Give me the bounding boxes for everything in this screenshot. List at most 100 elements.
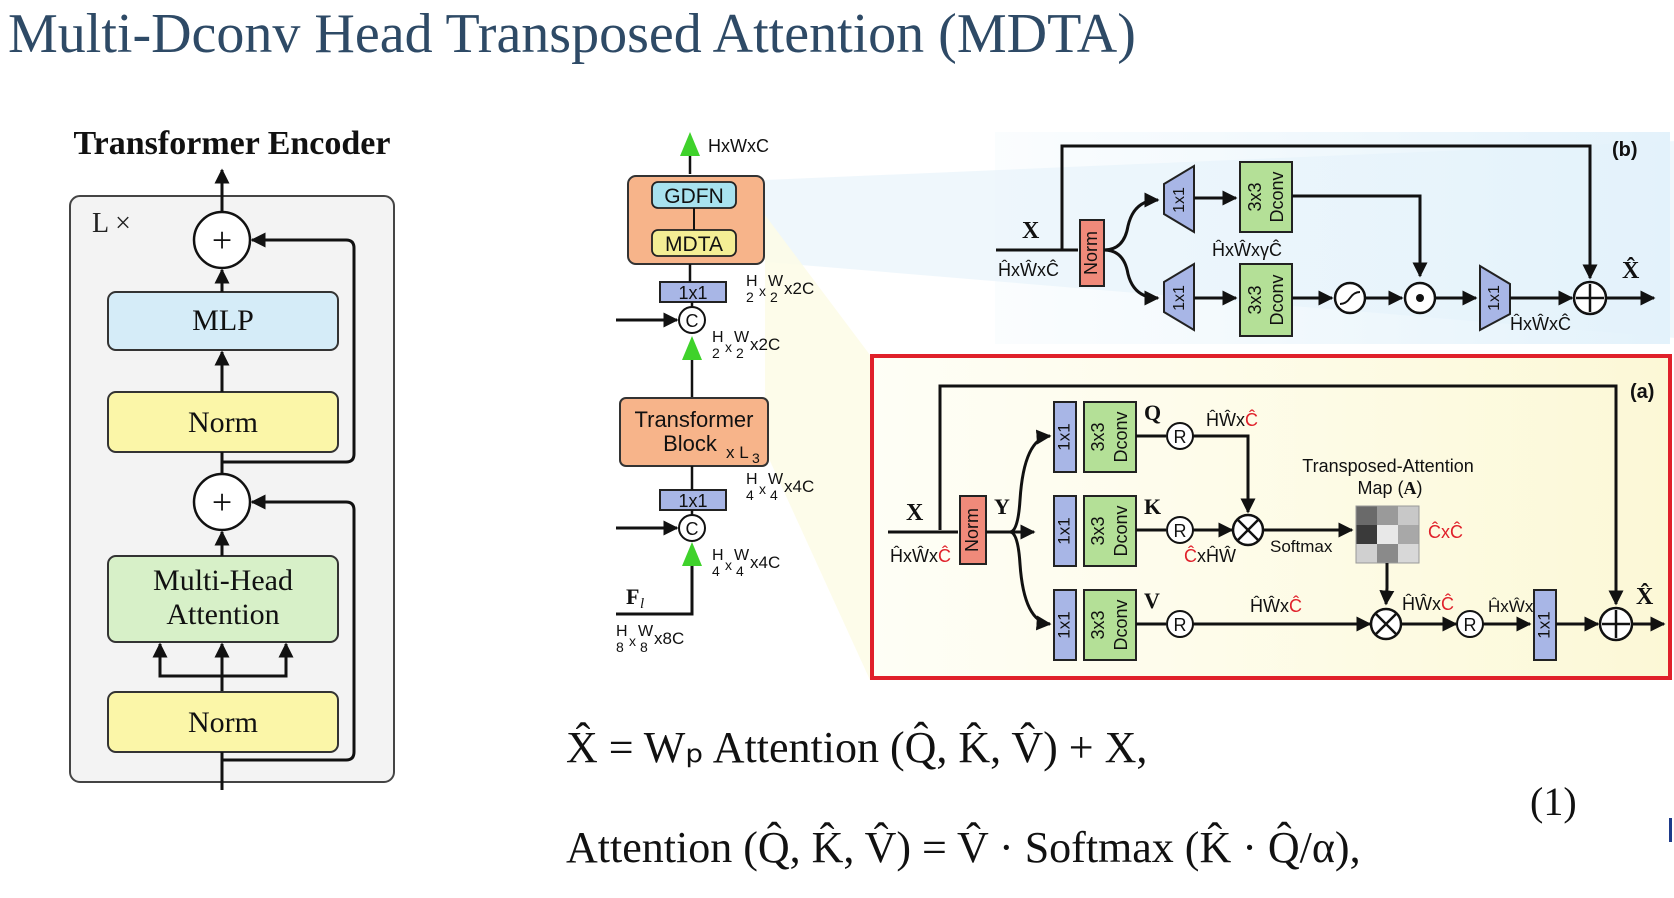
q-label: Q — [1144, 400, 1161, 425]
norm-label-top: Norm — [188, 406, 258, 439]
v-dim: ĤŴxĈ — [1250, 595, 1302, 616]
v-dconv — [1083, 589, 1137, 661]
dim-b-suffix: x2C — [750, 335, 780, 354]
attn-cell — [1398, 506, 1419, 525]
attn-cell — [1356, 544, 1377, 563]
panel-b-dconv-top-l1: 3x3 — [1245, 182, 1265, 211]
attn-cell — [1356, 506, 1377, 525]
equation-line-2: Attention (Q̂, K̂, V̂) = V̂ · Softmax (K… — [566, 823, 1361, 872]
panel-b-out-dim: ĤxŴxĈ — [1510, 313, 1571, 334]
transformer-block — [619, 397, 769, 467]
mha-label-line1: Multi-Head — [153, 564, 293, 597]
dim-a-w-den: 2 — [770, 289, 778, 305]
v-label: V — [1144, 588, 1160, 613]
v-reshape-label: R — [1174, 615, 1187, 635]
dim-e-x: x — [629, 633, 636, 649]
dim-e-w-den: 8 — [640, 639, 648, 655]
corner-marker — [1669, 818, 1672, 842]
q-dconv-l1: 3x3 — [1088, 422, 1108, 451]
gdfn-label: GDFN — [664, 185, 724, 208]
panel-b-conv-out — [1479, 264, 1511, 332]
concat-label-top: C — [686, 311, 699, 331]
v-conv-label: 1x1 — [1054, 611, 1073, 638]
mha-label-line2: Attention — [166, 598, 279, 631]
tb-label-line2: Block — [663, 431, 718, 456]
q-dim: ĤŴxĈ — [1206, 409, 1258, 430]
attn-cell — [1377, 525, 1398, 544]
panel-b-conv-out-label: 1x1 — [1486, 285, 1503, 311]
panel-a-input: X — [906, 500, 924, 526]
v-dconv-l2: Dconv — [1111, 599, 1131, 650]
dim-c-w-den: 4 — [770, 487, 778, 503]
elementwise-product-dot — [1416, 294, 1424, 302]
attn-cell — [1398, 544, 1419, 563]
projection-wedge-a — [765, 215, 870, 680]
dim-d-suffix: x4C — [750, 553, 780, 572]
panel-a-y: Y — [994, 494, 1010, 519]
v-dconv-l1: 3x3 — [1088, 610, 1108, 639]
k-label: K — [1144, 494, 1161, 519]
q-reshape-label: R — [1174, 427, 1187, 447]
dim-c-x: x — [759, 481, 766, 497]
dim-label-b: H 2 x W 2 x2C — [712, 329, 780, 361]
pipe-output-dim: HxWxC — [708, 136, 769, 156]
pipe-output-arrowhead — [680, 132, 700, 156]
equation-line-1: X̂ = Wₚ Attention (Q̂, K̂, V̂) + X, — [566, 723, 1148, 772]
dim-b-x: x — [725, 339, 732, 355]
green-arrow-bottom — [682, 542, 702, 566]
dim-a-h-den: 2 — [746, 289, 754, 305]
dim-c-h-den: 4 — [746, 487, 754, 503]
feature-input-line — [616, 566, 694, 616]
slide-title: Multi-Dconv Head Transposed Attention (M… — [8, 3, 1136, 65]
panel-b-conv-top-label: 1x1 — [1171, 187, 1188, 213]
q-dconv — [1083, 401, 1137, 473]
dim-d-w: W — [734, 547, 750, 564]
matmul-av-cross2 — [1375, 613, 1397, 635]
tb-repeat-sub: 3 — [752, 450, 760, 466]
softmax-label: Softmax — [1270, 537, 1333, 556]
attn-cell — [1398, 525, 1419, 544]
k-conv-label: 1x1 — [1054, 517, 1073, 544]
dim-e-w: W — [638, 623, 654, 640]
panel-b-branch-bottom — [1103, 248, 1160, 306]
dim-label-e: H 8 x W 8 x8C — [616, 623, 684, 655]
attn-cell — [1377, 544, 1398, 563]
map-to-matmul-arrow — [1379, 563, 1395, 606]
panel-b-conv-bottom-label: 1x1 — [1171, 285, 1188, 311]
panel-b-conv-top — [1163, 164, 1195, 234]
panel-b-gdfn: (b) X ĤxŴxĈ Norm 1x1 3x3 Dconv ĤxŴxγĈ 1x… — [995, 132, 1670, 344]
attn-cell — [1356, 525, 1377, 544]
k-dim: ĈxĤŴ — [1184, 545, 1236, 566]
q-to-matmul-line — [1193, 434, 1256, 514]
encoder-title: Transformer Encoder — [74, 125, 391, 162]
dim-c-w: W — [768, 471, 784, 488]
dim-a-x: x — [759, 283, 766, 299]
plus-circle-top — [192, 210, 252, 270]
pipe-conv-bottom-label: 1x1 — [678, 491, 707, 511]
k-dconv-l2: Dconv — [1111, 505, 1131, 556]
dim-e-suffix: x8C — [654, 629, 684, 648]
panel-b-branch-top — [1103, 192, 1160, 252]
panel-a-norm-label: Norm — [962, 508, 982, 552]
dim-d-w-den: 4 — [736, 563, 744, 579]
dim-a-w: W — [768, 273, 784, 290]
green-arrow-top — [682, 336, 702, 360]
dim-b-h: H — [712, 329, 724, 346]
panel-b-norm — [1079, 219, 1105, 287]
k-dconv-l1: 3x3 — [1088, 516, 1108, 545]
panel-b-norm-label: Norm — [1081, 231, 1101, 275]
panel-b-conv-bottom — [1163, 262, 1195, 332]
feature-label: F — [626, 584, 639, 609]
pipe-conv-top-label: 1x1 — [678, 283, 707, 303]
feature-sub: l — [640, 596, 644, 612]
dim-label-c: H 4 x W 4 x4C — [746, 471, 814, 503]
attn-map-subtitle: Map (A) — [1357, 478, 1422, 498]
dim-e-h: H — [616, 623, 628, 640]
panel-b-dconv-bottom-l2: Dconv — [1267, 274, 1287, 325]
dim-a-h: H — [746, 273, 758, 290]
tb-label-line1: Transformer — [635, 407, 754, 432]
attention-map-grid — [1355, 505, 1420, 564]
panel-b-gate-line — [1292, 194, 1428, 278]
norm-label-bottom: Norm — [188, 706, 258, 739]
transformer-encoder: Transformer Encoder L × + MLP Norm + Mul… — [69, 125, 395, 790]
